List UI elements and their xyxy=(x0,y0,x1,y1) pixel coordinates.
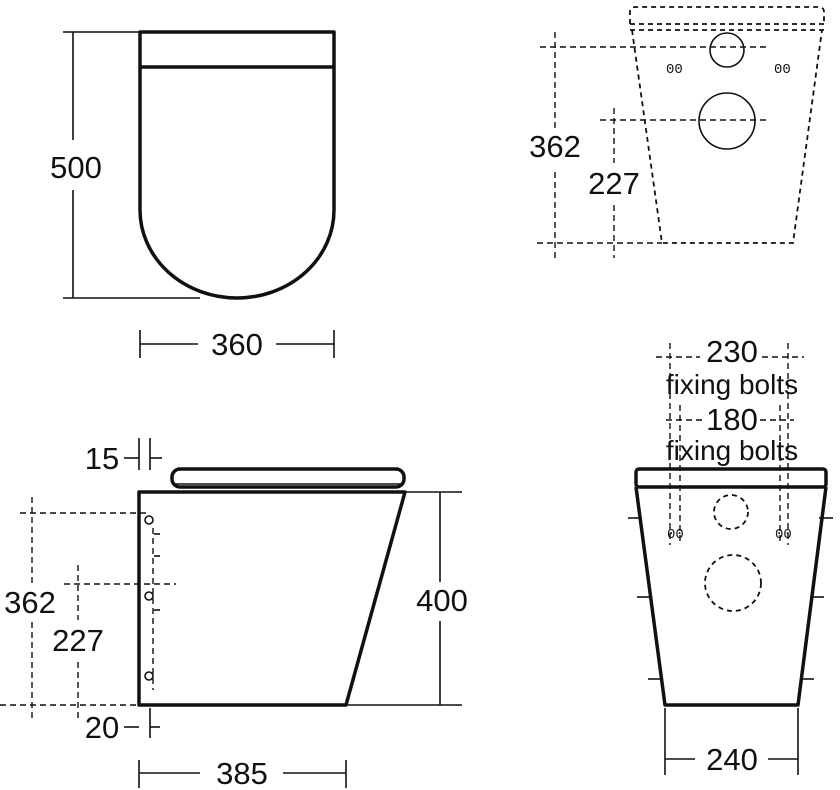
base-width-label: 240 xyxy=(706,742,758,777)
outer-bolts-dim-label: 230 xyxy=(706,334,758,369)
front-view: 00 00 230 fixing bolts 180 fixing bolts … xyxy=(628,334,833,777)
rear-view-body-outline xyxy=(631,29,823,244)
total-height-label: 400 xyxy=(416,583,468,618)
side-view-hole-lower xyxy=(144,671,154,681)
side-height-lower-label: 227 xyxy=(52,623,104,658)
width-dimension-label: 360 xyxy=(211,327,263,362)
front-view-body xyxy=(634,486,828,707)
rear-view-bolt-marks-left: 00 xyxy=(666,62,683,78)
rear-height-top-label: 362 xyxy=(529,129,581,164)
rear-view: 00 00 362 227 xyxy=(529,6,825,258)
side-view-hole-upper xyxy=(144,515,154,525)
base-offset-label: 20 xyxy=(85,710,119,745)
width-dimension: 360 xyxy=(139,327,335,362)
top-view-seat-outline xyxy=(138,30,336,300)
rear-height-lower-label: 227 xyxy=(588,166,640,201)
depth-dimension: 500 xyxy=(50,31,200,299)
side-view-seat xyxy=(170,467,406,489)
length-label: 385 xyxy=(216,756,268,790)
top-view: 500 360 xyxy=(50,30,336,362)
front-view-bolt-marks-right: 00 xyxy=(775,527,792,543)
inner-bolts-dim-label: 180 xyxy=(706,402,758,437)
side-view-body xyxy=(137,490,407,707)
rear-view-upper-hole xyxy=(709,32,745,68)
seat-gap-label: 15 xyxy=(85,441,119,476)
front-view-seat xyxy=(634,467,828,489)
rear-view-bolt-marks-right: 00 xyxy=(774,62,791,78)
outer-bolts-label: fixing bolts xyxy=(666,369,798,400)
rear-view-waste-hole xyxy=(698,92,756,150)
front-view-upper-hole xyxy=(713,494,749,530)
side-height-top-label: 362 xyxy=(4,585,56,620)
side-view: 15 362 227 400 20 385 xyxy=(0,438,468,790)
front-view-waste-hole xyxy=(704,554,762,612)
rear-view-seat-outline xyxy=(629,6,825,24)
inner-bolts-label: fixing bolts xyxy=(666,435,798,466)
depth-dimension-label: 500 xyxy=(50,150,102,185)
side-view-hole-middle xyxy=(144,591,154,601)
